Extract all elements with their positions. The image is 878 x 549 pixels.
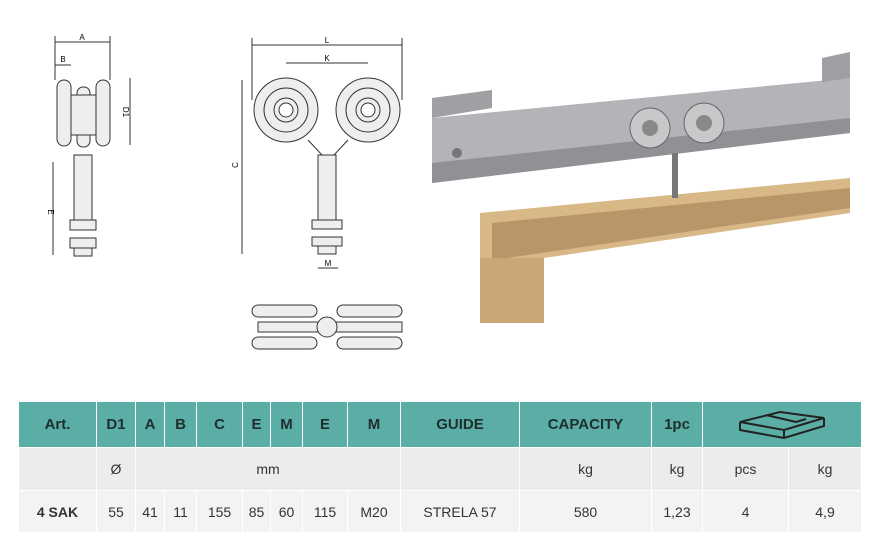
cell-weight: 1,23: [651, 490, 703, 533]
cell-c: 155: [196, 490, 243, 533]
cell-e2: 115: [302, 490, 348, 533]
side-view-drawing: A B D1 E: [46, 33, 131, 257]
header-e2: E: [302, 401, 348, 448]
label-k: K: [324, 54, 330, 63]
header-package: [702, 401, 862, 448]
table-row: 4 SAK 55 41 11 155 85 60 115 M20 STRELA …: [18, 490, 862, 533]
header-c: C: [196, 401, 243, 448]
cell-a: 41: [135, 490, 165, 533]
unit-mm: mm: [135, 447, 401, 491]
label-e: E: [46, 209, 55, 214]
label-l: L: [325, 36, 330, 45]
box-icon: [739, 410, 825, 439]
cell-m: 60: [270, 490, 303, 533]
label-d1: D1: [121, 107, 130, 118]
header-guide: GUIDE: [400, 401, 520, 448]
header-e: E: [242, 401, 271, 448]
cell-capacity: 580: [519, 490, 652, 533]
cell-m2: M20: [347, 490, 401, 533]
header-art: Art.: [18, 401, 97, 448]
header-a: A: [135, 401, 165, 448]
header-1pc: 1pc: [651, 401, 703, 448]
unit-package-weight: kg: [788, 447, 862, 491]
specification-table: Art. D1 A B C E M E M GUIDE CAPACITY 1pc…: [18, 401, 862, 533]
installation-photo: [432, 52, 850, 323]
cell-d1: 55: [96, 490, 136, 533]
header-capacity: CAPACITY: [519, 401, 652, 448]
label-m: M: [325, 259, 332, 268]
cell-e: 85: [242, 490, 271, 533]
cell-pcs: 4: [702, 490, 789, 533]
header-m2: M: [347, 401, 401, 448]
cell-package-weight: 4,9: [788, 490, 862, 533]
cell-guide: STRELA 57: [400, 490, 520, 533]
unit-pcs: pcs: [702, 447, 789, 491]
label-b: B: [60, 55, 65, 64]
cell-art: 4 SAK: [18, 490, 97, 533]
header-b: B: [164, 401, 197, 448]
units-row: Ø mm kg kg pcs kg: [18, 447, 862, 491]
unit-capacity: kg: [519, 447, 652, 491]
header-m: M: [270, 401, 303, 448]
unit-d1: Ø: [96, 447, 136, 491]
cell-b: 11: [164, 490, 197, 533]
header-d1: D1: [96, 401, 136, 448]
unit-weight: kg: [651, 447, 703, 491]
label-a: A: [79, 33, 85, 42]
header-row: Art. D1 A B C E M E M GUIDE CAPACITY 1pc: [18, 401, 862, 448]
label-c: C: [231, 162, 240, 168]
front-view-drawing: L K C M: [231, 36, 403, 350]
